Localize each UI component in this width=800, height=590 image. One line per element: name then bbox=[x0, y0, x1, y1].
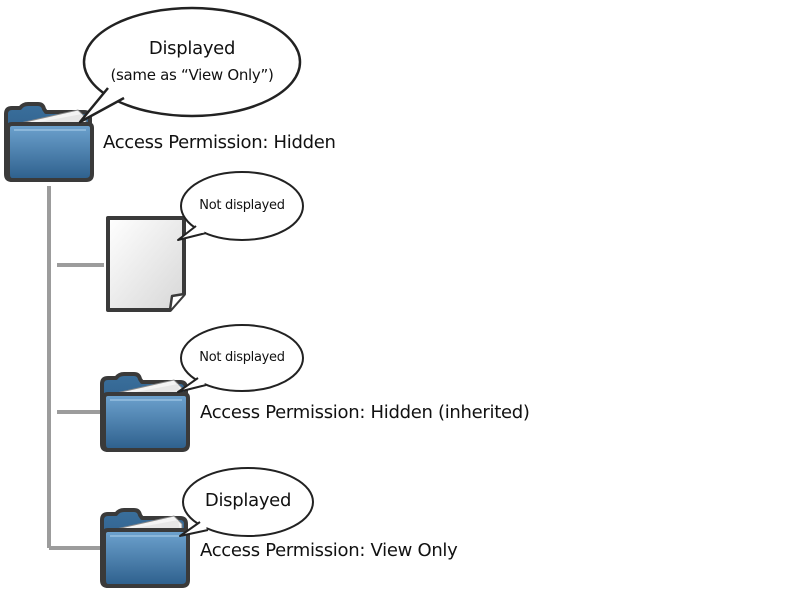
root-folder-icon[interactable] bbox=[4, 102, 94, 182]
view-only-folder-speech-bubble bbox=[179, 467, 314, 537]
root-folder-label: Access Permission: Hidden bbox=[103, 132, 336, 153]
view-only-folder-icon[interactable] bbox=[100, 508, 190, 588]
root-speech-bubble bbox=[78, 6, 302, 124]
hidden-inherited-folder-label: Access Permission: Hidden (inherited) bbox=[200, 402, 530, 423]
hidden-folder-speech-bubble bbox=[177, 324, 304, 393]
view-only-folder-label: Access Permission: View Only bbox=[200, 540, 458, 561]
tree-connectors bbox=[47, 186, 104, 550]
document-bubble-text: Not displayed bbox=[199, 198, 285, 213]
hidden-inherited-folder-icon[interactable] bbox=[100, 372, 190, 452]
hidden-folder-bubble-text: Not displayed bbox=[199, 350, 285, 365]
root-bubble-text-line2: (same as “View Only”) bbox=[110, 66, 274, 84]
document-icon[interactable] bbox=[106, 216, 186, 312]
root-bubble-text-line1: Displayed bbox=[148, 38, 236, 59]
document-speech-bubble bbox=[177, 171, 304, 241]
view-only-bubble-text: Displayed bbox=[204, 490, 292, 511]
